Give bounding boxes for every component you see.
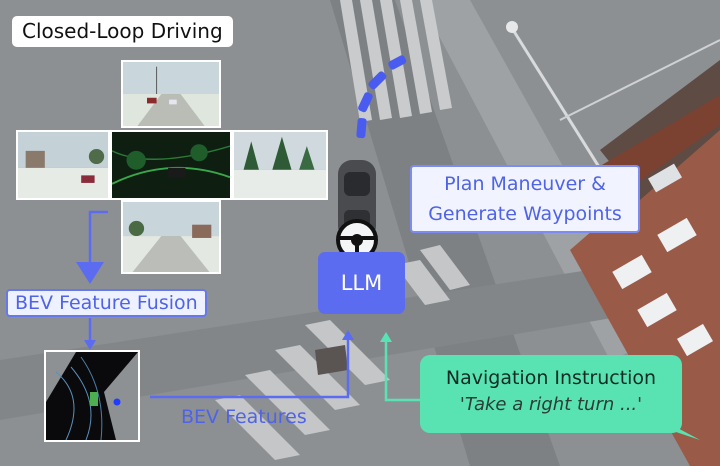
crosswalk-north (340, 0, 452, 122)
waypoint-dashes (356, 55, 407, 139)
camera-view-left (16, 130, 110, 200)
plan-maneuver-box: Plan Maneuver & Generate Waypoints (410, 165, 640, 233)
camera-view-lidar (110, 130, 232, 200)
bev-features-label: BEV Features (181, 406, 307, 428)
navigation-instruction-box: Navigation Instruction 'Take a right tur… (420, 355, 682, 433)
bev-feature-fusion-label: BEV Feature Fusion (6, 289, 207, 317)
plan-line-1: Plan Maneuver & (444, 173, 606, 195)
camera-view-rear (121, 200, 221, 274)
crosswalk-south (215, 245, 470, 460)
llm-box: LLM (318, 252, 405, 314)
plan-line-2: Generate Waypoints (428, 203, 622, 225)
flow-arrows (88, 210, 350, 399)
camera-view-front (121, 60, 221, 128)
steering-wheel-icon (336, 219, 378, 261)
bev-feature-map (44, 350, 140, 442)
camera-view-right (232, 130, 328, 200)
navigation-title: Navigation Instruction (445, 367, 657, 389)
llm-label: LLM (340, 271, 383, 295)
title-label: Closed-Loop Driving (12, 16, 233, 47)
navigation-instruction-text: 'Take a right turn ...' (459, 394, 643, 415)
arrow-head-fusion (76, 262, 104, 284)
